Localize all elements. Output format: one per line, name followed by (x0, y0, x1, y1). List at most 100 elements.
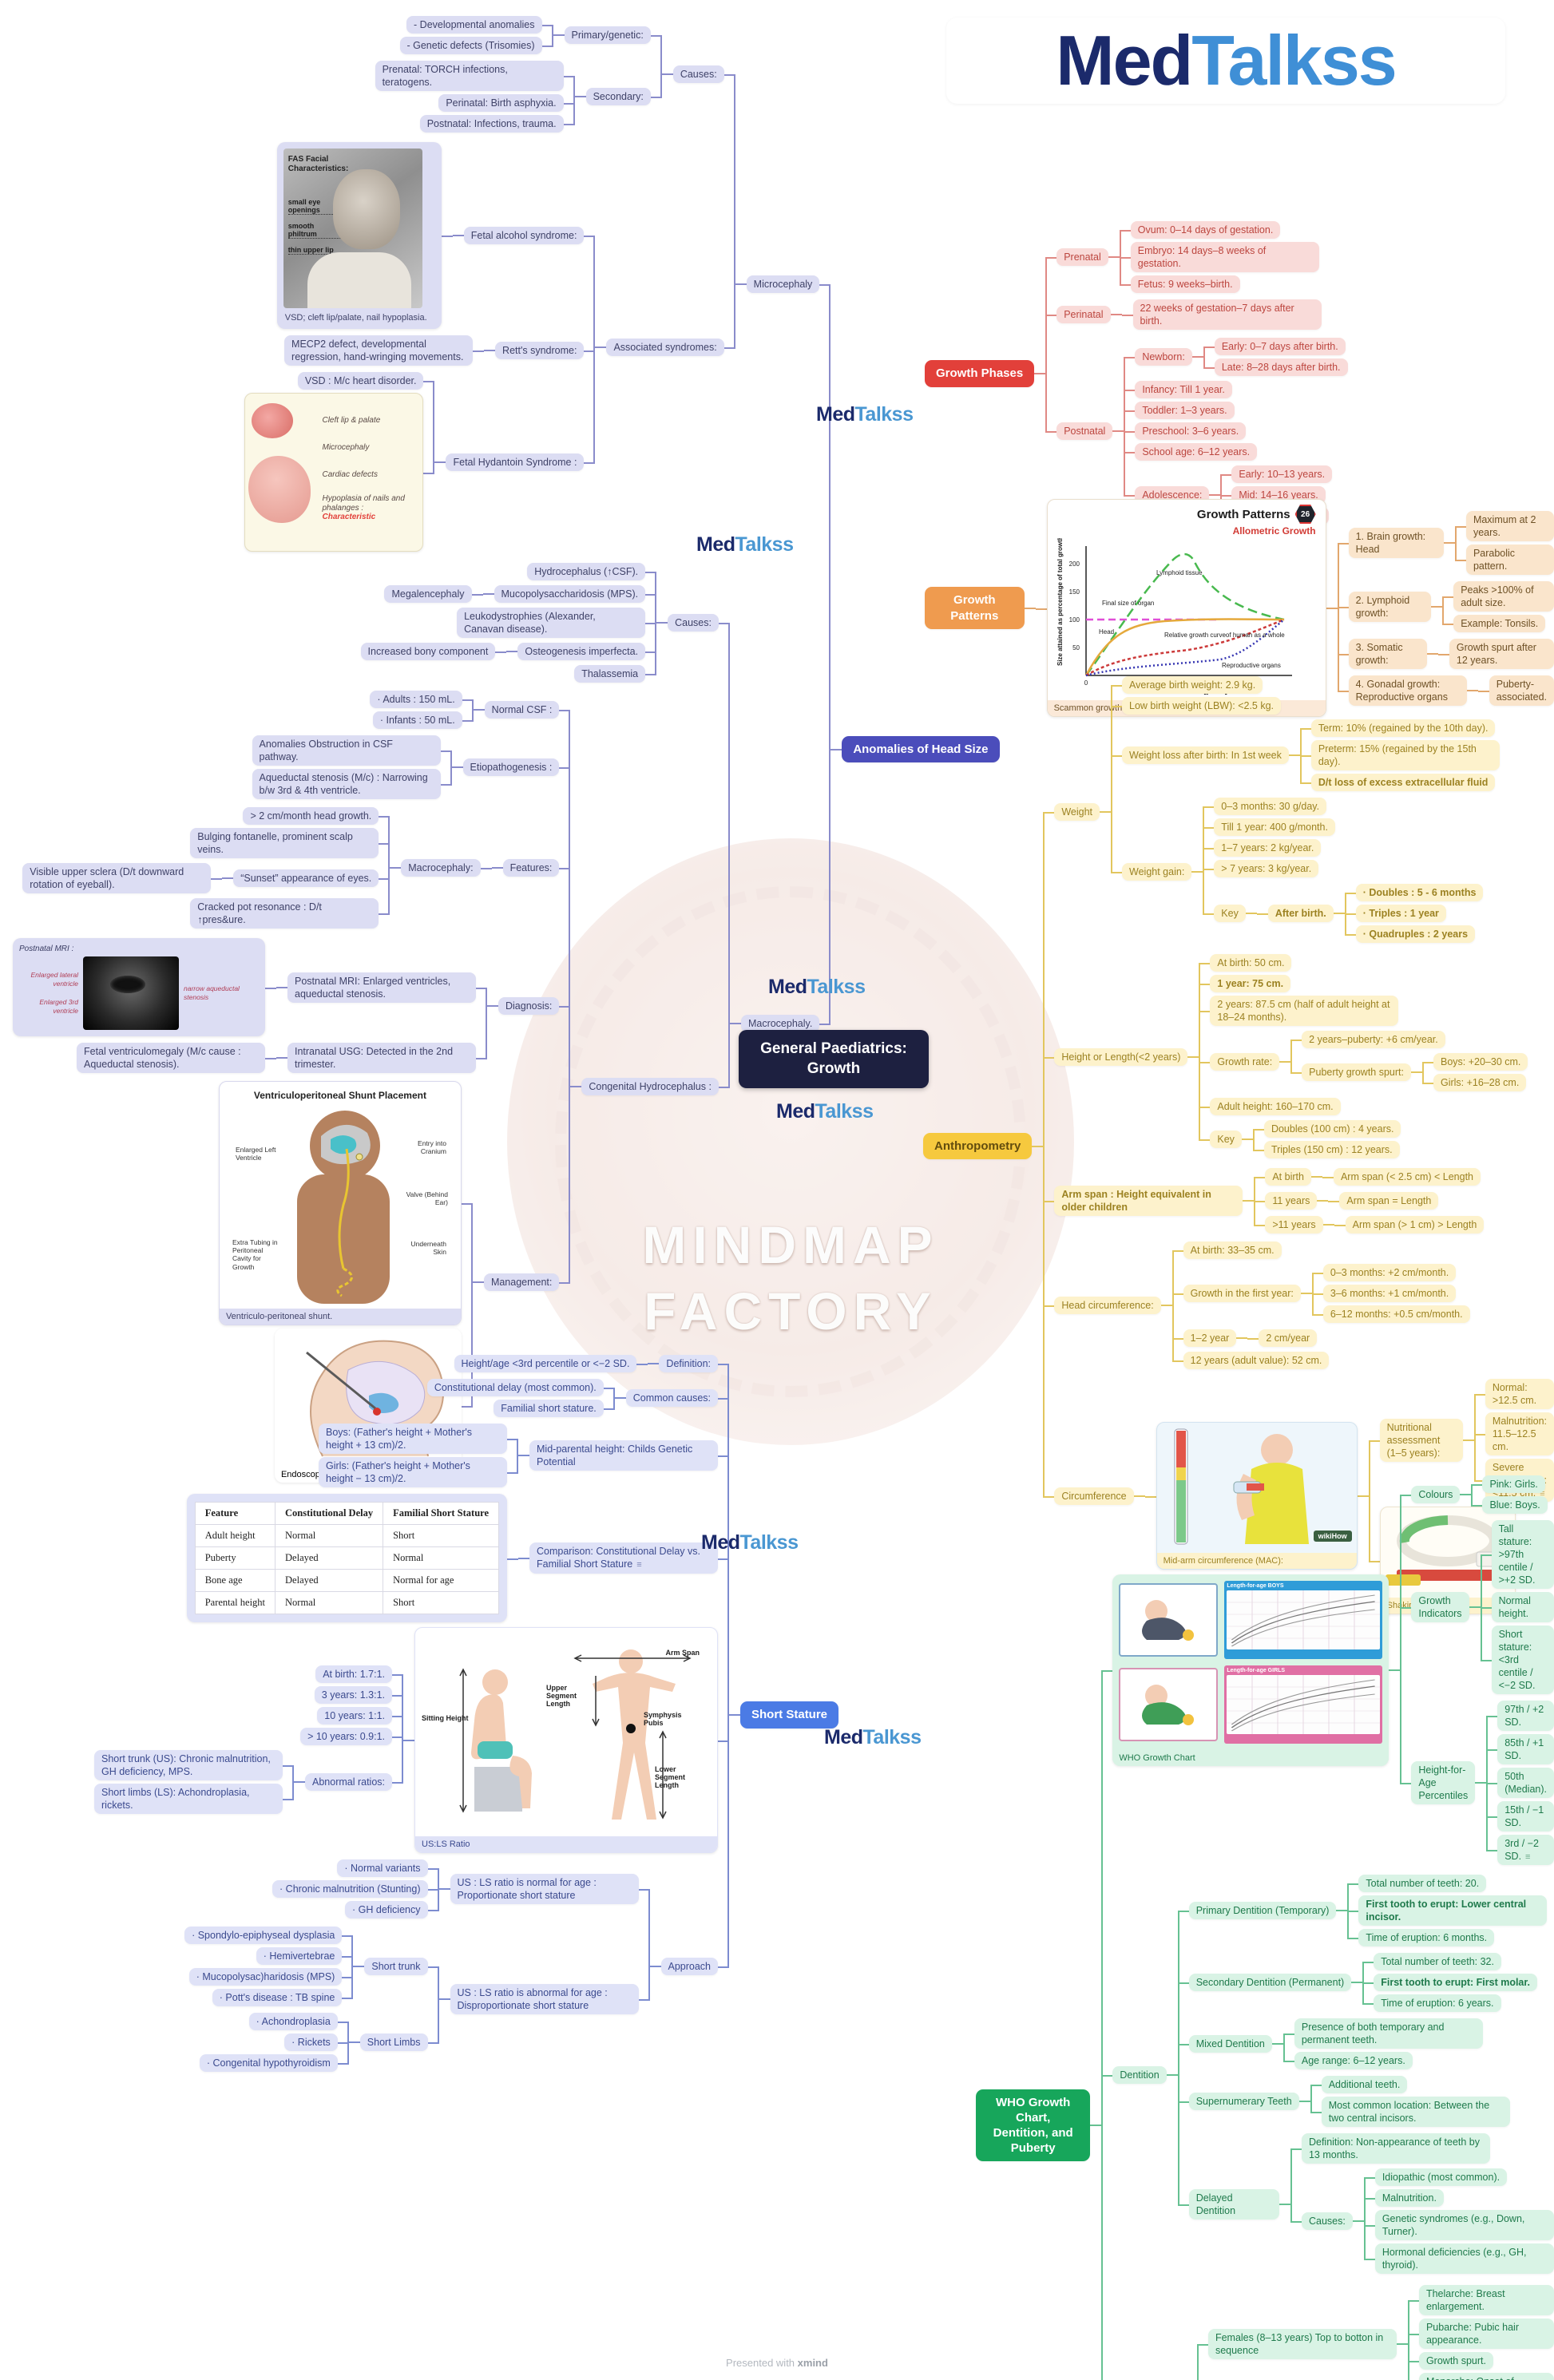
map-branch: Short trunk· Spondylo-epiphyseal dysplas… (184, 1923, 439, 2010)
map-node-postnatal: Postnatal (1056, 422, 1113, 440)
connector-line (553, 34, 565, 36)
mini-logo: MedTalkss (776, 1100, 874, 1123)
connector-line (1462, 1439, 1474, 1442)
map-node-aqueductal-stenosis-m-c-narrowing-b-w-3rd-: Aqueductal stenosis (M/c) : Narrowing b/… (252, 769, 441, 799)
map-node-boys-father-s-height-mother-s-height-13-cm: Boys: (Father's height + Mother's height… (319, 1424, 508, 1454)
map-node-primary-dentition-temporary: Primary Dentition (Temporary) (1188, 1902, 1337, 1920)
map-branch: Aqueductal stenosis (M/c) : Narrowing b/… (252, 766, 452, 801)
muac-illustration (1174, 1428, 1309, 1545)
map-node-short-limbs: Short Limbs (359, 2033, 428, 2051)
map-node-at-birth-1-7-1: At birth: 1.7:1. (315, 1665, 393, 1683)
map-branch: 3rd / −2 SD.≡ (1486, 1832, 1554, 1867)
map-node-fetus-9-weeks-birth: Fetus: 9 weeks–birth. (1130, 275, 1240, 293)
svg-text:Head: Head (1099, 628, 1114, 636)
map-node-spondylo-epiphyseal-dysplasia: · Spondylo-epiphyseal dysplasia (184, 1927, 343, 1944)
map-branch: Postnatal: Infections, trauma. (419, 113, 575, 134)
map-branch: 22 weeks of gestation–7 days after birth… (1121, 298, 1322, 331)
map-branch: Idiopathic (most common). (1363, 2167, 1508, 2189)
map-branch: At birth: 50 cm. (1199, 952, 1292, 974)
ventricle-shape (110, 976, 145, 993)
table-header: Feature (194, 1502, 276, 1525)
map-node-postnatal-infections-trauma: Postnatal: Infections, trauma. (419, 115, 564, 133)
map-node-peaks-100-of-adult-size: Peaks >100% of adult size. (1453, 580, 1554, 612)
map-node-us-ls-ratio-is-abnormal-for-age-disproport: US : LS ratio is abnormal for age : Disp… (450, 1984, 639, 2014)
map-branch: Normal CSF :· Adults : 150 mL.· Infants … (370, 687, 571, 733)
fas-photo-title: FAS Facial Characteristics: (287, 155, 349, 173)
map-branch: Causes:Primary/genetic:- Developmental a… (375, 11, 735, 138)
map-node-2-years-87-5-cm-half-of-adult-height-at-18: 2 years: 87.5 cm (half of adult height a… (1210, 996, 1399, 1026)
table-cell: Short (383, 1524, 500, 1547)
scammon-badge: 26 (1294, 505, 1316, 524)
scammon-subtitle: Allometric Growth (1232, 525, 1316, 537)
map-node-common-causes: Common causes: (625, 1389, 719, 1407)
connector-line (1300, 1293, 1312, 1294)
map-node-puberty-growth-spurt: Puberty growth spurt: (1302, 1063, 1411, 1081)
svg-text:Size attained as percentage of: Size attained as percentage of total gro… (1056, 538, 1064, 666)
map-branch: · Hemivertebrae (256, 1945, 354, 1967)
connector-line (1090, 2125, 1102, 2127)
main-topic-anomalies-of-head-size: Anomalies of Head Size (842, 735, 1000, 763)
connector-line (1278, 2204, 1290, 2206)
map-node-arm-span-height-equivalent-in-older-childr: Arm span : Height equivalent in older ch… (1054, 1186, 1243, 1216)
map-branch: Additional teeth. (1310, 2074, 1408, 2097)
map-branch: Genetic syndromes (e.g., Down, Turner). (1363, 2208, 1554, 2243)
table-cell: Normal (383, 1546, 500, 1570)
map-node-3-years-1-3-1: 3 years: 1.3:1. (314, 1685, 393, 1704)
map-branch: Time of eruption: 6 years. (1362, 1992, 1501, 2014)
map-branch: First tooth to erupt: First molar. (1362, 1971, 1538, 1994)
map-branch: Postnatal MRI :Enlarged lateral ventricl… (13, 937, 276, 1038)
vpshunt-label: Valve (Behind Ear) (406, 1190, 448, 1207)
map-branch: Early: 0–7 days after birth. (1203, 336, 1346, 358)
map-node-normal-csf: Normal CSF : (484, 701, 560, 719)
map-node-rett-s-syndrome: Rett's syndrome: (495, 342, 585, 359)
map-branch: 12 years (adult value): 52 cm. (1171, 1349, 1330, 1371)
map-branch: Preschool: 3–6 years. (1124, 420, 1247, 442)
map-branch: Fetal alcohol syndrome:FAS Facial Charac… (276, 139, 596, 333)
connector-line (1245, 913, 1257, 914)
map-node-normal-height: Normal height. (1491, 1592, 1554, 1622)
map-branch: Toddler: 1–3 years. (1124, 399, 1235, 422)
connector-line (353, 1966, 365, 1967)
map-branch: 15th / −1 SD. (1486, 1799, 1554, 1834)
connector-line (473, 709, 485, 711)
map-branch: School age: 6–12 years. (1124, 441, 1258, 463)
table-cell: Short (383, 1591, 500, 1614)
vpshunt-label: Enlarged Left Ventricle (235, 1146, 276, 1162)
map-node-height-age-3rd-percentile-or-2-sd: Height/age <3rd percentile or <−2 SD. (454, 1355, 637, 1372)
map-node-example-tonsils: Example: Tonsils. (1453, 614, 1546, 632)
map-branch: 1–7 years: 2 kg/year. (1203, 837, 1322, 859)
map-branch: Peaks >100% of adult size. (1442, 580, 1554, 614)
map-branch: · Chronic malnutrition (Stunting) (272, 1878, 439, 1900)
map-branch: Thelarche: Breast enlargement. (1407, 2283, 1554, 2319)
connector-line (1410, 1071, 1422, 1073)
map-branch: 85th / +1 SD. (1486, 1732, 1554, 1767)
table-cell: Puberty (194, 1546, 276, 1570)
notes-icon: ≡ (1525, 1852, 1531, 1862)
mini-logo: MedTalkss (701, 1531, 799, 1554)
map-node-head-circumference: Head circumference: (1054, 1297, 1161, 1314)
connector-line (403, 1739, 415, 1741)
scammon-chart: 50100150200051015Size attained as percen… (1056, 536, 1292, 695)
connector-line (1160, 1305, 1172, 1306)
map-node-triples-150-cm-12-years: Triples (150 cm) : 12 years. (1263, 1141, 1400, 1158)
connector-line (276, 1057, 287, 1059)
connector-line (472, 1281, 484, 1283)
map-node-total-number-of-teeth-20: Total number of teeth: 20. (1358, 1875, 1487, 1893)
main-topic-growth-patterns: Growth Patterns (925, 587, 1025, 629)
map-branch: · Spondylo-epiphyseal dysplasia (184, 1925, 354, 1946)
map-node-menarche-onset-of-menstruation: Menarche: Onset of menstruation. (1418, 2373, 1554, 2380)
map-node-mixed-dentition: Mixed Dentition (1188, 2035, 1272, 2053)
map-branch: Macrocephaly.Causes:Hydrocephalus (↑CSF)… (13, 557, 831, 1489)
connector-line (729, 1023, 741, 1024)
map-node-girls-16-28-cm: Girls: +16–28 cm. (1433, 1074, 1527, 1091)
connector-line (1351, 1982, 1363, 1984)
map-node-total-number-of-teeth-32: Total number of teeth: 32. (1374, 1953, 1501, 1971)
map-node-at-birth-50-cm: At birth: 50 cm. (1210, 954, 1292, 972)
map-node-ovum-0-14-days-of-gestation: Ovum: 0–14 days of gestation. (1130, 221, 1281, 239)
map-node-infants-50-ml: · Infants : 50 mL. (372, 711, 462, 729)
